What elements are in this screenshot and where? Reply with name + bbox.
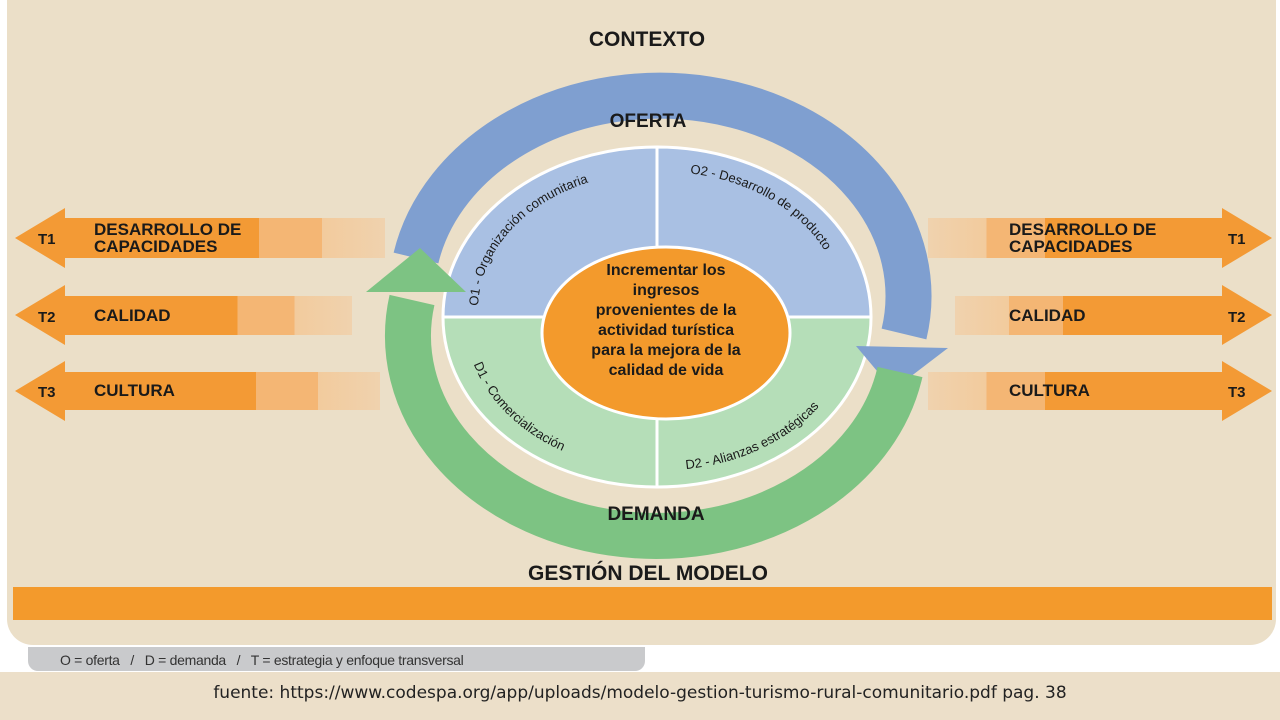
strategy-code: T3	[1228, 384, 1246, 401]
strategy-label-line2: CAPACIDADES	[1009, 237, 1132, 256]
oferta-arrow	[393, 72, 948, 390]
strategy-label: CULTURA	[1009, 381, 1090, 400]
source-citation: fuente: https://www.codespa.org/app/uplo…	[213, 683, 1067, 703]
strategy-code: T1	[38, 231, 56, 248]
gestion-bar	[13, 587, 1272, 620]
center-line: para la mejora de la	[591, 342, 741, 359]
strategy-code: T1	[1228, 231, 1246, 248]
strategy-arrow-right-t3: T3 CULTURA	[928, 361, 1272, 421]
gestion-title: GESTIÓN DEL MODELO	[528, 561, 768, 585]
context-title: CONTEXTO	[589, 28, 705, 51]
strategy-arrow-right-t2: T2 CALIDAD	[955, 285, 1272, 345]
strategy-arrow-left-t3: T3 CULTURA	[15, 361, 380, 421]
center-line: actividad turística	[598, 322, 734, 339]
center-line: calidad de vida	[609, 362, 724, 379]
legend: O = oferta / D = demanda / T = estrategi…	[28, 647, 645, 671]
strategy-code: T2	[38, 309, 56, 326]
strategy-code: T3	[38, 384, 56, 401]
center-line: Incrementar los	[606, 262, 725, 279]
strategy-arrow-right-t1: T1 DESARROLLO DE CAPACIDADES	[928, 208, 1272, 268]
center-goal-circle	[540, 245, 792, 421]
center-goal-text: Incrementar los ingresos provenientes de…	[591, 262, 741, 379]
strategy-label-line1: DESARROLLO DE	[94, 220, 241, 239]
strategy-code: T2	[1228, 309, 1246, 326]
strategy-label: CALIDAD	[94, 306, 171, 325]
center-line: provenientes de la	[596, 302, 737, 319]
oferta-label: OFERTA	[610, 111, 687, 132]
strategy-arrow-left-t1: T1 DESARROLLO DE CAPACIDADES	[15, 208, 385, 268]
demanda-label: DEMANDA	[607, 504, 704, 525]
strategy-arrow-left-t2: T2 CALIDAD	[15, 285, 352, 345]
center-line: ingresos	[633, 282, 700, 299]
demanda-arrow	[366, 248, 923, 559]
strategy-label: CALIDAD	[1009, 306, 1086, 325]
strategy-label-line1: DESARROLLO DE	[1009, 220, 1156, 239]
strategy-label-line2: CAPACIDADES	[94, 237, 217, 256]
strategy-label: CULTURA	[94, 381, 175, 400]
